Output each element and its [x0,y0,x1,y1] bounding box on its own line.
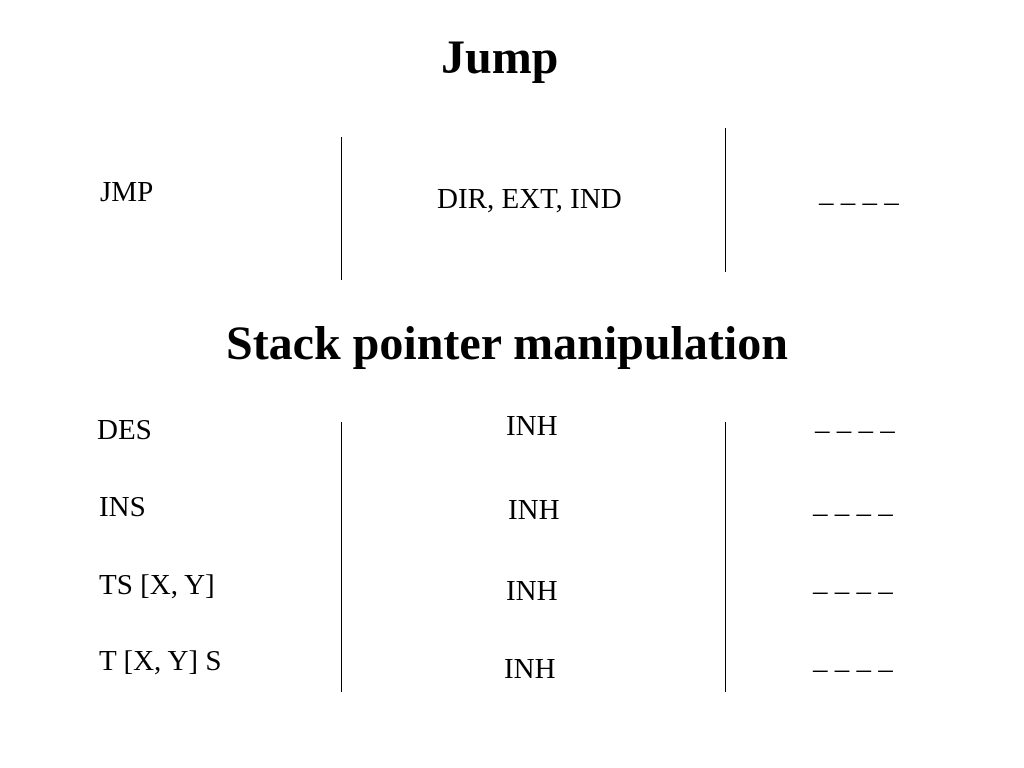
flags-cell: – – – – [813,497,893,529]
mnemonic-cell: T [X, Y] S [99,645,222,677]
addressing-modes-cell: INH [504,653,556,685]
addressing-modes-cell: INH [506,410,558,442]
flags-cell: – – – – [813,653,893,685]
column-divider-right [725,128,726,272]
flags-cell: – – – – [815,414,895,446]
flags-cell: – – – – [819,186,899,218]
addressing-modes-cell: DIR, EXT, IND [437,183,622,215]
mnemonic-cell: JMP [100,176,154,208]
column-divider-left [341,137,342,280]
addressing-modes-cell: INH [508,494,560,526]
mnemonic-cell: TS [X, Y] [99,569,215,601]
mnemonic-cell: DES [97,414,152,446]
column-divider-left [341,422,342,692]
section-title-stack-pointer: Stack pointer manipulation [226,317,788,370]
section-title-jump: Jump [441,31,559,84]
addressing-modes-cell: INH [506,575,558,607]
flags-cell: – – – – [813,575,893,607]
column-divider-right [725,422,726,692]
mnemonic-cell: INS [99,491,146,523]
